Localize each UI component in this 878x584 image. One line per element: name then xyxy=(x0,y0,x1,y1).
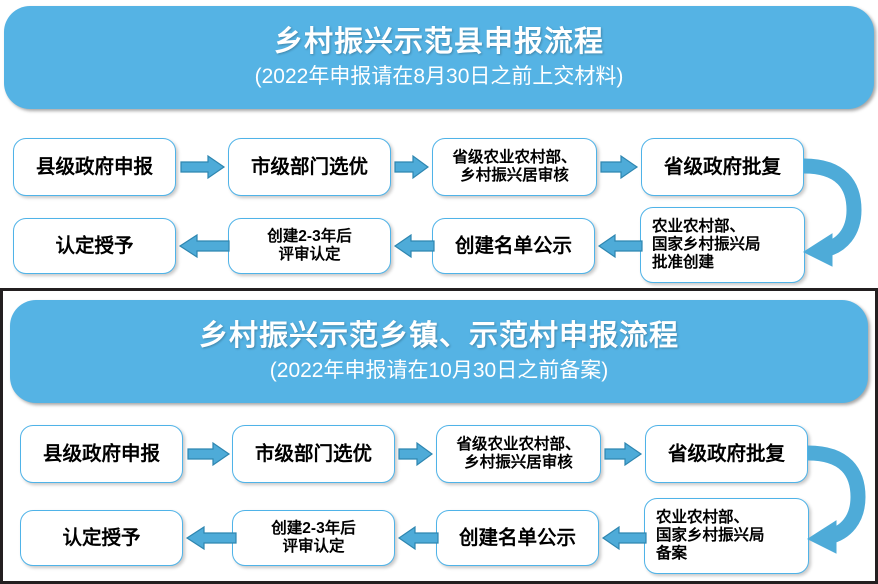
node-township-1[interactable]: 县级政府申报 xyxy=(20,425,183,483)
node-county-6[interactable]: 创建名单公示 xyxy=(432,218,595,274)
node-township-3[interactable]: 省级农业农村部、 乡村振兴居审核 xyxy=(436,425,601,483)
section-county-title: 乡村振兴示范县申报流程 xyxy=(273,25,604,58)
section-county: 乡村振兴示范县申报流程 (2022年申报请在8月30日之前上交材料) 县级政府申… xyxy=(0,0,878,288)
section-township-title: 乡村振兴示范乡镇、示范村申报流程 xyxy=(198,319,679,352)
arrow-county-7-8 xyxy=(178,233,230,259)
node-township-5[interactable]: 农业农村部、 国家乡村振兴局 备案 xyxy=(644,498,809,574)
section-township-banner: 乡村振兴示范乡镇、示范村申报流程 (2022年申报请在10月30日之前备案) xyxy=(10,300,868,403)
arrow-township-4-5-curve xyxy=(802,429,866,564)
arrow-county-3-4 xyxy=(600,154,639,180)
arrow-county-2-3 xyxy=(394,154,430,180)
arrow-county-6-7 xyxy=(393,233,435,259)
arrow-township-5-6 xyxy=(601,525,647,551)
node-county-3[interactable]: 省级农业农村部、 乡村振兴居审核 xyxy=(432,138,597,196)
node-county-2[interactable]: 市级部门选优 xyxy=(228,138,391,196)
node-county-4[interactable]: 省级政府批复 xyxy=(641,138,804,196)
arrow-county-4-5-curve xyxy=(798,142,862,277)
arrow-county-1-2 xyxy=(180,154,226,180)
section-township-subtitle: (2022年申报请在10月30日之前备案) xyxy=(269,359,609,383)
node-township-7[interactable]: 创建2-3年后 评审认定 xyxy=(232,510,395,566)
arrow-township-7-8 xyxy=(185,525,237,551)
node-county-7[interactable]: 创建2-3年后 评审认定 xyxy=(228,218,391,274)
section-county-banner: 乡村振兴示范县申报流程 (2022年申报请在8月30日之前上交材料) xyxy=(4,6,874,109)
node-township-2[interactable]: 市级部门选优 xyxy=(232,425,395,483)
section-county-subtitle: (2022年申报请在8月30日之前上交材料) xyxy=(254,65,624,89)
arrow-county-5-6 xyxy=(597,233,643,259)
node-township-6[interactable]: 创建名单公示 xyxy=(436,510,599,566)
arrow-township-6-7 xyxy=(397,525,439,551)
node-township-8[interactable]: 认定授予 xyxy=(20,510,183,566)
arrow-township-2-3 xyxy=(398,441,434,467)
node-county-8[interactable]: 认定授予 xyxy=(13,218,176,274)
arrow-township-1-2 xyxy=(187,441,231,467)
node-county-1[interactable]: 县级政府申报 xyxy=(13,138,176,196)
section-township-village xyxy=(0,288,878,584)
node-township-4[interactable]: 省级政府批复 xyxy=(645,425,808,483)
node-county-5[interactable]: 农业农村部、 国家乡村振兴局 批准创建 xyxy=(640,207,805,283)
arrow-township-3-4 xyxy=(604,441,643,467)
